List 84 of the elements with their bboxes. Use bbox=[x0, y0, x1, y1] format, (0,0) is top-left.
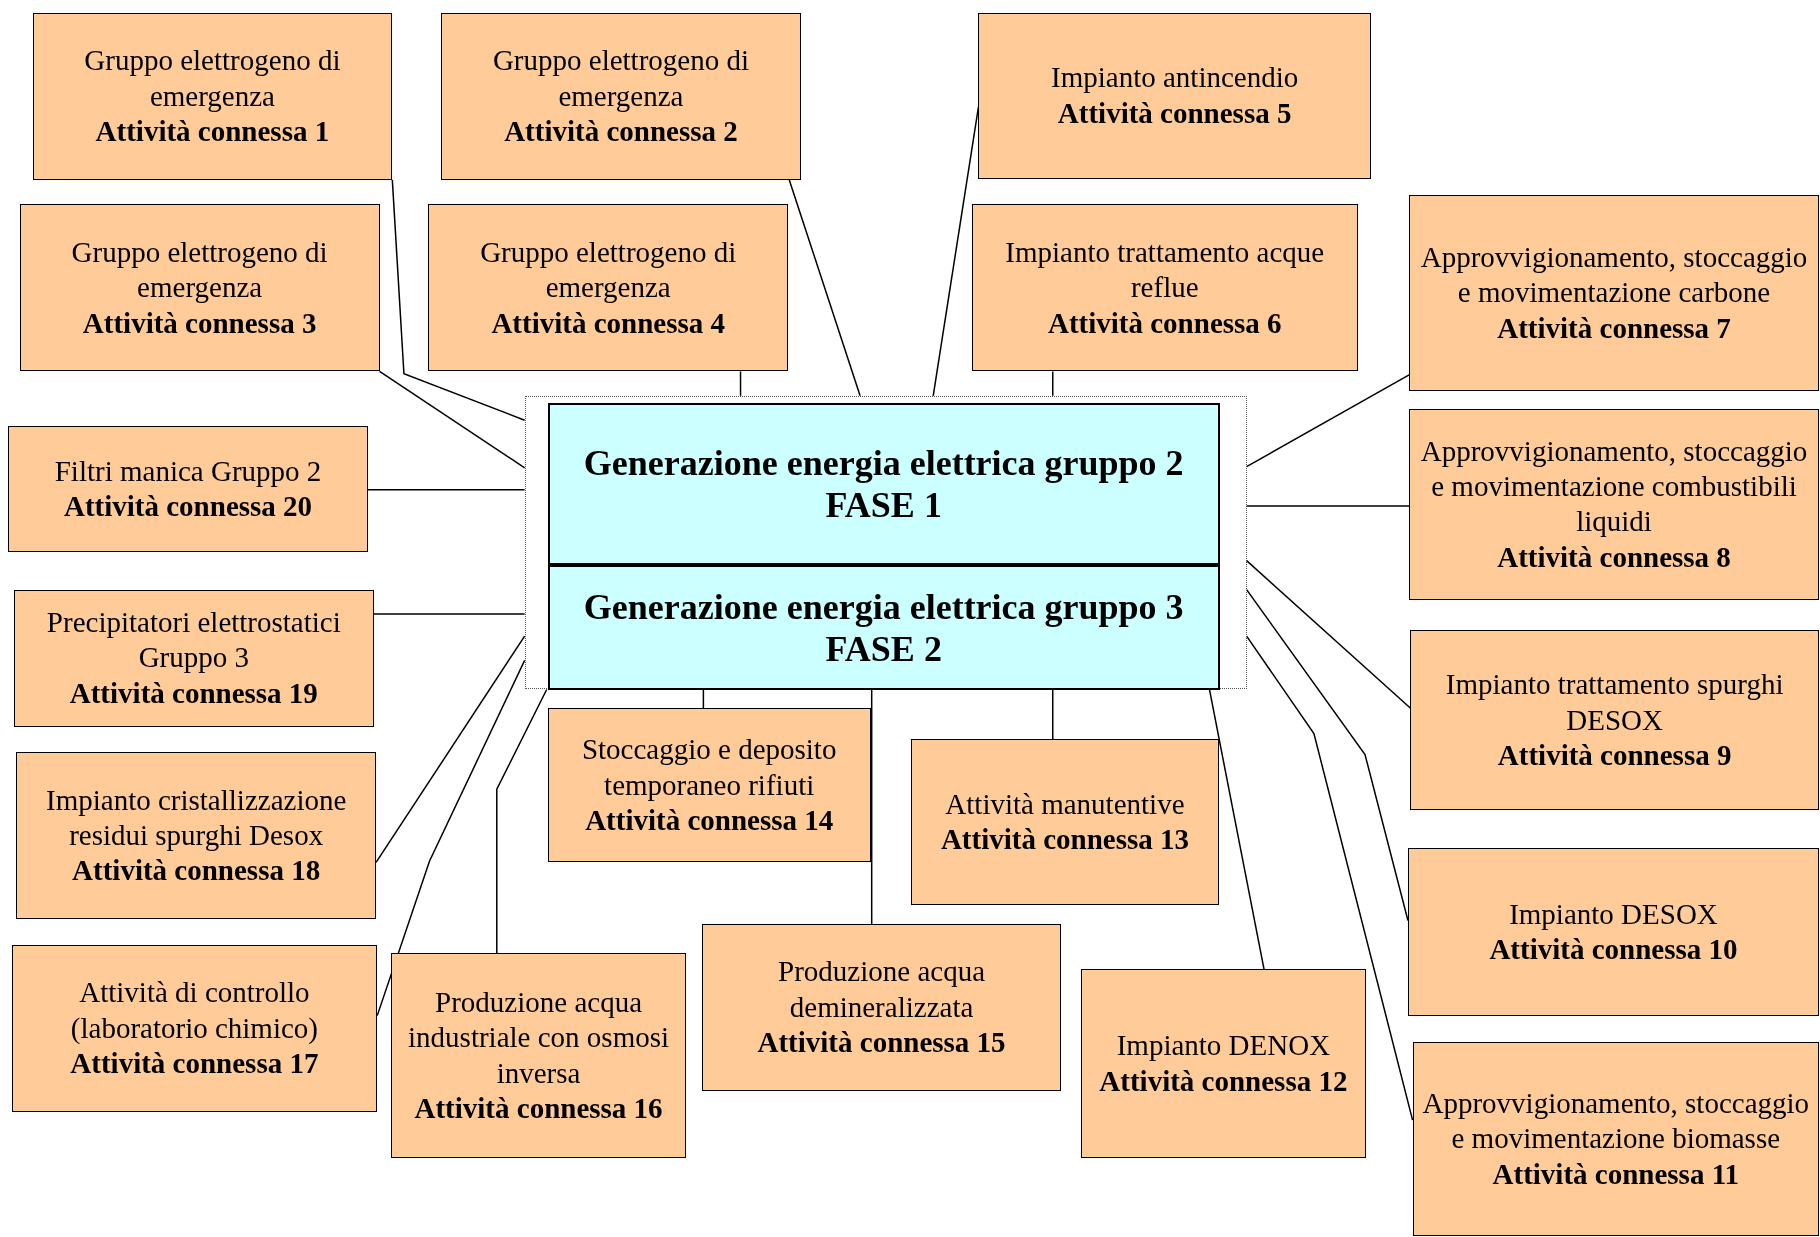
activity-title: Impianto antincendio bbox=[1051, 60, 1299, 96]
activity-number: Attività connessa 10 bbox=[1489, 932, 1738, 968]
phase-title: Generazione energia elettrica gruppo 2 FASE 1 bbox=[582, 441, 1185, 526]
activity-title: Approvvigionamento, stoccaggio e movimentazione carbone bbox=[1419, 240, 1809, 311]
connector-line bbox=[1208, 688, 1265, 970]
activity-title: Gruppo elettrogeno di emergenza bbox=[491, 43, 750, 114]
activity-number: Attività connessa 5 bbox=[1057, 95, 1292, 131]
activity-title: Approvvigionamento, stoccaggio e movimentazione combustibili liquidi bbox=[1419, 433, 1809, 540]
activity-title: Impianto trattamento spurghi DESOX bbox=[1444, 667, 1785, 738]
activity-number: Attività connessa 18 bbox=[72, 853, 321, 889]
activity-title: Impianto cristallizzazione residui spurghi Desox bbox=[45, 782, 348, 853]
activity-number: Attività connessa 3 bbox=[82, 305, 317, 341]
activity-number: Attività connessa 19 bbox=[69, 675, 318, 711]
connector-line bbox=[788, 179, 861, 397]
connector-line bbox=[739, 370, 742, 397]
activity-number: Attività connessa 7 bbox=[1497, 310, 1731, 346]
activity-box bbox=[391, 952, 686, 1159]
phase-box bbox=[547, 402, 1220, 566]
connector-line bbox=[1052, 370, 1054, 397]
connector-line bbox=[496, 688, 548, 954]
activity-number: Attività connessa 20 bbox=[63, 489, 313, 525]
activity-title: Approvvigionamento, stoccaggio e movimentazione biomasse bbox=[1421, 1086, 1811, 1157]
activity-title: Attività di controllo (laboratorio chimico) bbox=[69, 975, 319, 1046]
activity-box bbox=[428, 204, 789, 372]
activity-box bbox=[978, 12, 1371, 179]
activity-box bbox=[11, 944, 378, 1112]
activity-title: Filtri manica Gruppo 2 bbox=[54, 453, 322, 489]
activity-title: Impianto DESOX bbox=[1509, 896, 1718, 932]
activity-box bbox=[1410, 630, 1819, 811]
activity-title: Gruppo elettrogeno di emergenza bbox=[479, 234, 738, 306]
activity-box bbox=[1407, 848, 1819, 1016]
activity-title: Impianto DENOX bbox=[1116, 1028, 1331, 1064]
connector-line bbox=[373, 613, 526, 615]
connector-line bbox=[1245, 635, 1414, 1121]
connector-line bbox=[1245, 374, 1410, 468]
activity-box bbox=[13, 589, 374, 727]
activity-number: Attività connessa 4 bbox=[491, 305, 725, 341]
activity-number: Attività connessa 2 bbox=[504, 114, 738, 149]
connector-line bbox=[1245, 559, 1411, 709]
connector-line bbox=[1245, 505, 1410, 507]
activity-title: Impianto trattamento acque reflue bbox=[1004, 234, 1326, 306]
activity-box bbox=[1080, 969, 1367, 1159]
activity-number: Attività connessa 8 bbox=[1497, 539, 1731, 575]
group-frame bbox=[524, 395, 1247, 690]
activity-number: Attività connessa 11 bbox=[1492, 1156, 1740, 1192]
activity-number: Attività connessa 17 bbox=[70, 1046, 319, 1082]
activity-title: Gruppo elettrogeno di emergenza bbox=[83, 43, 342, 114]
activity-box bbox=[971, 204, 1359, 372]
activity-box bbox=[911, 739, 1219, 906]
activity-box bbox=[441, 12, 801, 180]
activity-number: Attività connessa 16 bbox=[414, 1091, 663, 1127]
connector-line bbox=[702, 688, 705, 709]
activity-title: Produzione acqua industriale con osmosi inversa bbox=[407, 984, 671, 1091]
activity-title: Attività manutentive bbox=[945, 787, 1185, 822]
connector-line bbox=[375, 635, 526, 864]
activity-number: Attività connessa 12 bbox=[1099, 1063, 1348, 1099]
activity-box bbox=[1409, 195, 1819, 392]
activity-box bbox=[19, 204, 380, 372]
connector-line bbox=[378, 370, 526, 469]
phase-box bbox=[547, 565, 1220, 691]
activity-number: Attività connessa 9 bbox=[1497, 737, 1732, 773]
activity-title: Produzione acqua demineralizzata bbox=[777, 954, 986, 1025]
activity-number: Attività connessa 15 bbox=[757, 1025, 1006, 1061]
activity-title: Stoccaggio e deposito temporaneo rifiuti bbox=[580, 732, 838, 803]
activity-box bbox=[32, 12, 393, 180]
activity-title: Gruppo elettrogeno di emergenza bbox=[70, 234, 329, 306]
activity-number: Attività connessa 14 bbox=[585, 802, 834, 838]
connector-line bbox=[1245, 588, 1409, 922]
activity-box bbox=[547, 708, 871, 863]
activity-title: Precipitatori elettrostatici Gruppo 3 bbox=[45, 605, 342, 676]
connector-line bbox=[870, 688, 873, 925]
activity-number: Attività connessa 6 bbox=[1047, 305, 1282, 341]
phase-title: Generazione energia elettrica gruppo 3 FASE 2 bbox=[582, 585, 1185, 670]
activity-box bbox=[1412, 1042, 1819, 1236]
activity-box bbox=[16, 752, 377, 920]
activity-box bbox=[8, 425, 368, 553]
connector-line bbox=[1052, 688, 1054, 741]
connector-line bbox=[376, 659, 526, 1017]
activity-number: Attività connessa 1 bbox=[95, 114, 330, 149]
connector-line bbox=[367, 489, 526, 491]
activity-box bbox=[702, 923, 1061, 1092]
connector-line bbox=[391, 179, 526, 421]
activity-box bbox=[1409, 408, 1819, 601]
activity-number: Attività connessa 13 bbox=[940, 822, 1189, 858]
